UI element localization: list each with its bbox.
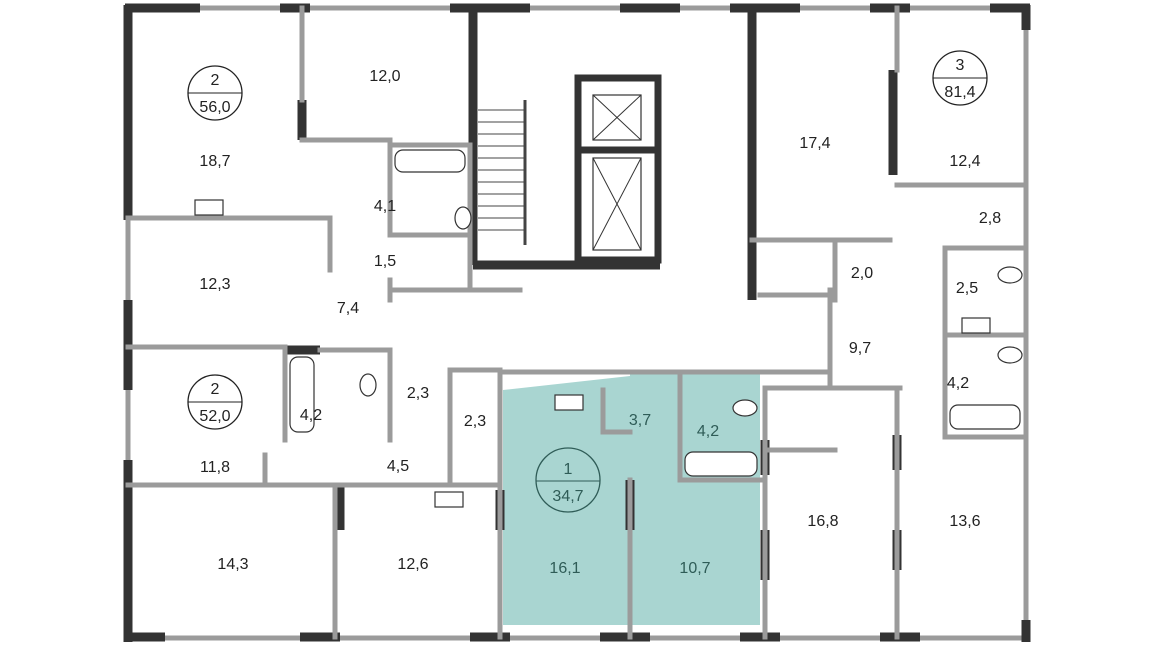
room-area: 9,7 <box>849 340 871 357</box>
apartment-area: 81,4 <box>944 84 975 101</box>
apartment-area: 56,0 <box>199 99 230 116</box>
room-area: 2,3 <box>407 385 429 402</box>
apartment-badge-selected[interactable]: 1 34,7 <box>535 447 601 513</box>
room-area: 4,2 <box>697 423 719 440</box>
room-area: 10,7 <box>679 560 710 577</box>
apartment-badge[interactable]: 3 81,4 <box>932 50 988 106</box>
apartment-rooms: 1 <box>564 461 573 478</box>
apartment-rooms: 3 <box>956 57 965 74</box>
apartment-area: 52,0 <box>199 408 230 425</box>
room-labels: 12,0 18,7 4,1 1,5 12,3 7,4 17,4 12,4 2,8… <box>199 68 1001 577</box>
room-area: 16,8 <box>807 513 838 530</box>
room-area: 2,0 <box>851 265 873 282</box>
room-area: 1,5 <box>374 253 396 270</box>
apartment-badge[interactable]: 2 56,0 <box>187 65 243 121</box>
room-area: 3,7 <box>629 412 651 429</box>
room-area: 7,4 <box>337 300 359 317</box>
elevator-shafts <box>574 74 662 264</box>
room-area: 2,3 <box>464 413 486 430</box>
room-area: 4,5 <box>387 458 409 475</box>
room-area: 11,8 <box>200 459 230 476</box>
apartment-rooms: 2 <box>211 381 220 398</box>
room-area: 4,2 <box>947 375 969 392</box>
room-area: 17,4 <box>799 135 830 152</box>
apartment-rooms: 2 <box>211 72 220 89</box>
staircase <box>478 100 527 245</box>
room-area: 2,5 <box>956 280 978 297</box>
interior-walls <box>125 5 1029 640</box>
dark-wall-segments <box>123 3 1031 642</box>
room-area: 2,8 <box>979 210 1001 227</box>
room-area: 4,1 <box>374 198 396 215</box>
room-area: 13,6 <box>949 513 980 530</box>
apartment-area: 34,7 <box>552 488 583 505</box>
room-area: 16,1 <box>549 560 580 577</box>
room-area: 14,3 <box>217 556 248 573</box>
room-area: 12,4 <box>949 153 980 170</box>
room-area: 4,2 <box>300 407 322 424</box>
fixtures <box>194 149 1023 508</box>
room-area: 12,0 <box>369 68 400 85</box>
room-area: 12,3 <box>199 276 230 293</box>
room-area: 12,6 <box>397 556 428 573</box>
apartment-badge[interactable]: 2 52,0 <box>187 374 243 430</box>
room-area: 18,7 <box>199 153 230 170</box>
